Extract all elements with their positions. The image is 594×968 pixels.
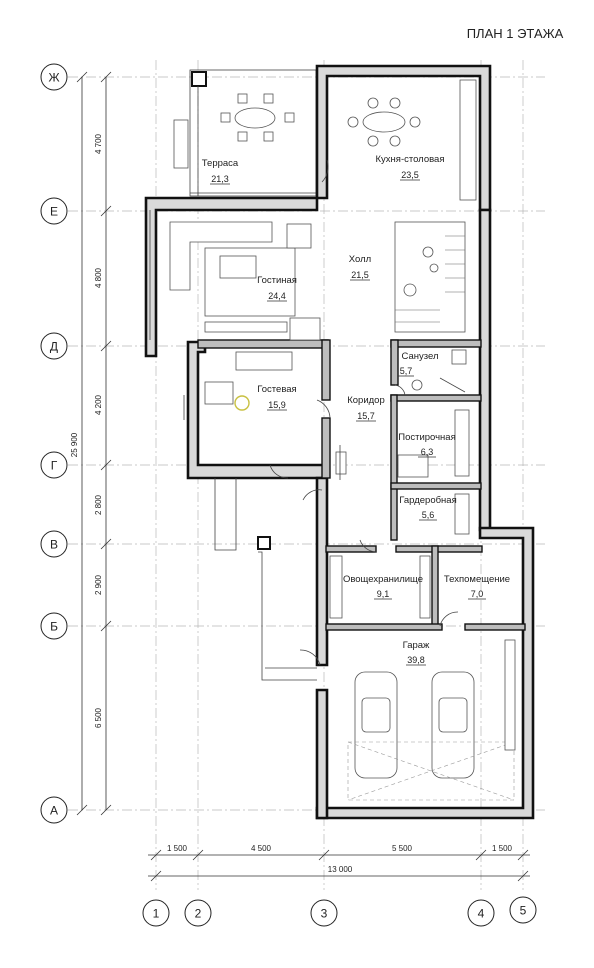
room-area-wardrobe: 5,6 <box>422 510 435 520</box>
column-axis-markers: 1 2 3 4 5 <box>142 896 537 927</box>
room-name-hall: Холл <box>349 254 371 265</box>
room-name-laundry: Постирочная <box>398 432 456 443</box>
room-name-living: Гостиная <box>257 275 297 286</box>
dim-vertical-total: 25 900 <box>70 432 79 457</box>
axis-marker-3: 3 <box>310 899 338 927</box>
axis-marker-a: А <box>40 796 68 824</box>
axis-marker-b: Б <box>40 612 68 640</box>
axis-marker-g: Г <box>40 451 68 479</box>
axis-marker-2: 2 <box>184 899 212 927</box>
room-area-bathroom: 5,7 <box>400 366 413 376</box>
axis-marker-e: Е <box>40 197 68 225</box>
room-name-kitchen: Кухня-столовая <box>376 154 445 165</box>
room-area-vegetable-store: 9,1 <box>377 589 390 599</box>
svg-text:Г: Г <box>51 459 58 473</box>
room-area-guest: 15,9 <box>268 400 286 410</box>
guest-room-furniture <box>183 351 293 420</box>
room-area-corridor: 15,7 <box>357 411 375 421</box>
room-name-vegetable-store: Овощехранилище <box>343 574 423 585</box>
door-swings <box>269 159 459 666</box>
room-name-wardrobe: Гардеробная <box>399 495 456 506</box>
dim-3-4: 5 500 <box>392 844 413 853</box>
svg-text:Б: Б <box>50 620 58 634</box>
terrace-dining-set <box>173 93 295 169</box>
dim-e-d: 4 800 <box>94 267 103 288</box>
room-area-hall: 21,5 <box>351 270 369 280</box>
dim-horizontal-total: 13 000 <box>328 865 353 874</box>
room-name-corridor: Коридор <box>347 395 385 406</box>
dim-zh-e: 4 700 <box>94 133 103 154</box>
horizontal-dimension-chain: 1 500 4 500 5 500 1 500 13 000 <box>148 844 530 882</box>
svg-text:3: 3 <box>321 907 328 921</box>
room-name-terrace: Терраса <box>202 158 239 169</box>
svg-text:5: 5 <box>520 904 527 918</box>
dim-2-3: 4 500 <box>251 844 272 853</box>
axis-marker-v: В <box>40 530 68 558</box>
kitchen-dining-set <box>347 79 477 201</box>
dim-v-b: 2 900 <box>94 574 103 595</box>
room-name-garage: Гараж <box>403 640 430 651</box>
interior-walls <box>197 339 526 631</box>
dim-d-g: 4 200 <box>94 394 103 415</box>
room-area-kitchen: 23,5 <box>401 170 419 180</box>
svg-text:1: 1 <box>153 907 160 921</box>
room-labels: Терраса 21,3 Кухня-столовая 23,5 Холл 21… <box>202 154 510 666</box>
dim-4-5: 1 500 <box>492 844 513 853</box>
axis-marker-d: Д <box>40 332 68 360</box>
svg-text:4: 4 <box>478 907 485 921</box>
axis-marker-1: 1 <box>142 899 170 927</box>
plan-title: ПЛАН 1 ЭТАЖА <box>467 26 564 41</box>
garage-cars <box>347 639 516 801</box>
bathroom-fixtures <box>411 349 467 393</box>
dim-b-a: 6 500 <box>94 707 103 728</box>
entry-walkway <box>214 445 341 681</box>
terrace-deck <box>189 69 321 197</box>
axis-marker-4: 4 <box>467 899 495 927</box>
hall-staircase <box>394 221 466 333</box>
dim-g-v: 2 800 <box>94 494 103 515</box>
room-area-terrace: 21,3 <box>211 174 229 184</box>
utility-fixtures <box>329 409 470 619</box>
svg-text:В: В <box>50 538 58 552</box>
room-area-laundry: 6,3 <box>421 447 434 457</box>
room-name-technical-room: Техпомещение <box>444 574 510 585</box>
room-area-garage: 39,8 <box>407 655 425 665</box>
axis-marker-5: 5 <box>509 896 537 924</box>
axis-marker-zh: Ж <box>40 63 68 91</box>
room-name-guest: Гостевая <box>257 384 296 395</box>
svg-text:2: 2 <box>195 907 202 921</box>
svg-text:А: А <box>50 804 58 818</box>
vertical-dimension-chain: 4 700 4 800 4 200 2 800 2 900 6 500 25 9… <box>70 71 112 816</box>
room-area-living: 24,4 <box>268 291 286 301</box>
svg-text:Е: Е <box>50 205 58 219</box>
row-axis-markers: Ж Е Д Г В Б А <box>40 63 68 824</box>
svg-text:Д: Д <box>50 340 58 354</box>
room-area-technical-room: 7,0 <box>471 589 484 599</box>
dim-1-2: 1 500 <box>167 844 188 853</box>
room-name-bathroom: Санузел <box>401 351 438 362</box>
living-room-furniture <box>149 210 321 341</box>
svg-text:Ж: Ж <box>48 71 59 85</box>
